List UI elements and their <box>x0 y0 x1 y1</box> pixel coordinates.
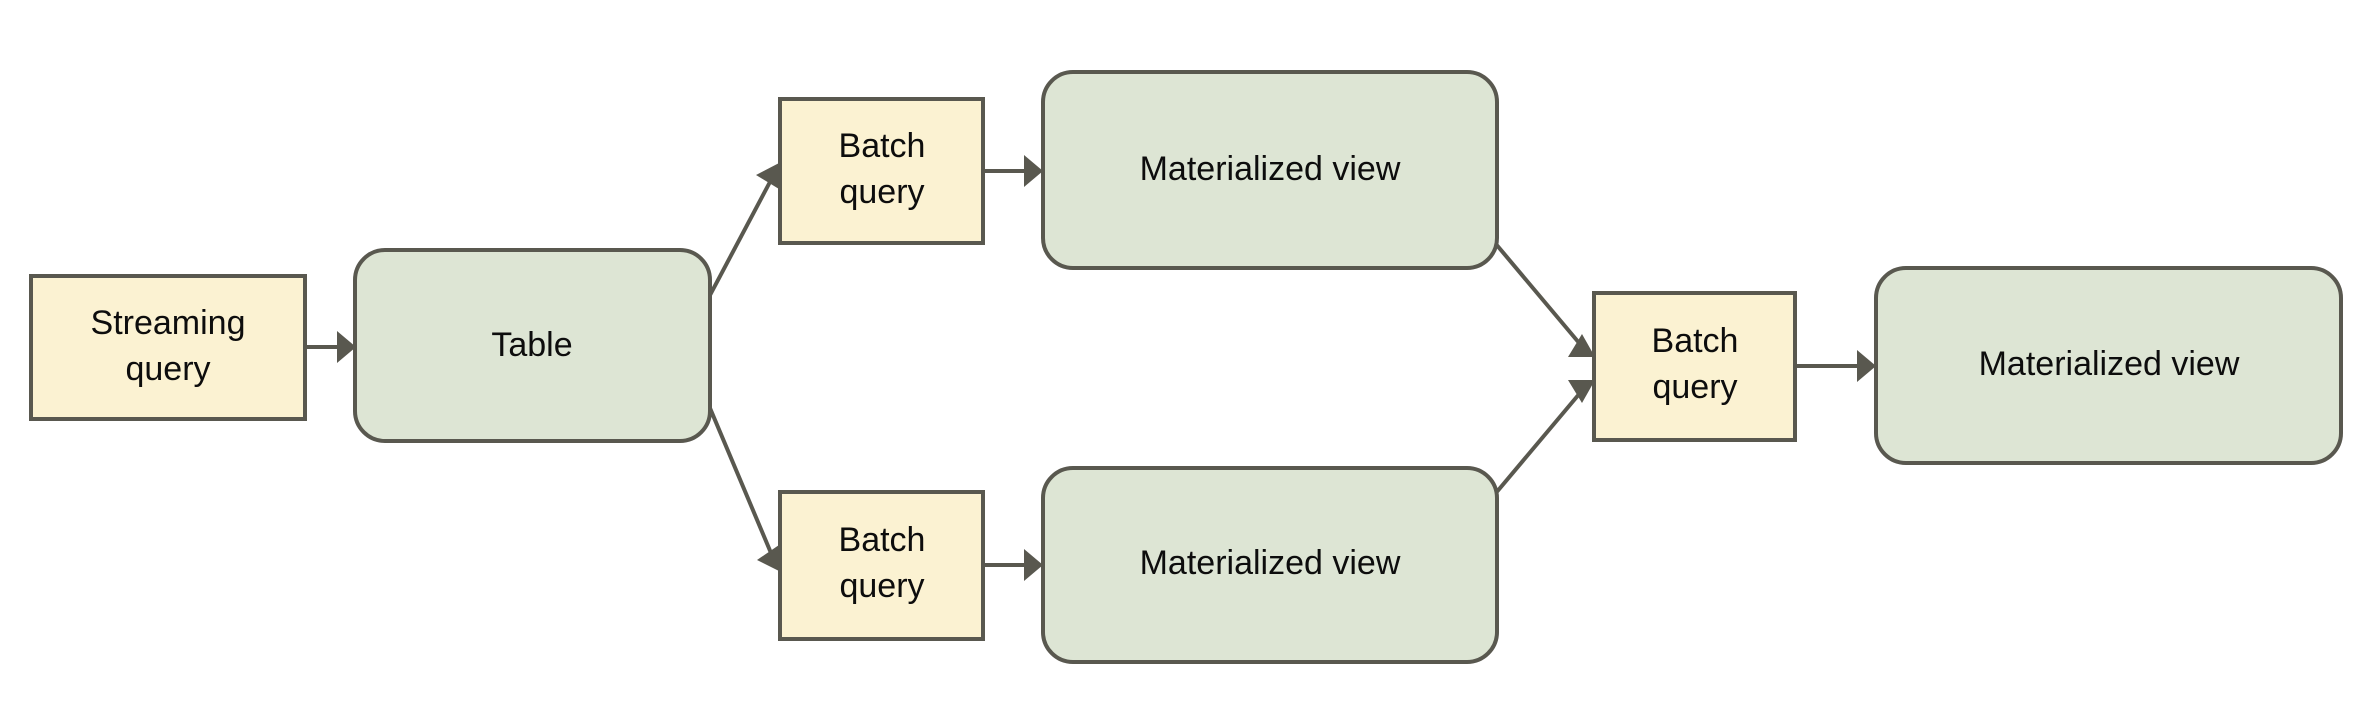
arrowhead-icon <box>337 331 356 363</box>
node-materialized-view-bottom-label: Materialized view <box>1140 544 1401 582</box>
node-materialized-view-top[interactable]: Materialized view <box>1041 70 1499 270</box>
node-streaming-query-label-line2: query <box>125 350 210 388</box>
nodes-layer: Streaming query Table Batch query Materi… <box>29 70 2343 664</box>
node-table[interactable]: Table <box>353 248 712 443</box>
node-batch-query-bottom[interactable]: Batch query <box>778 490 985 641</box>
arrowhead-icon <box>1568 334 1595 357</box>
node-materialized-view-bottom-shape[interactable] <box>1041 466 1499 664</box>
node-table-shape[interactable] <box>353 248 712 443</box>
edge-streaming-to-table <box>306 331 356 363</box>
node-materialized-view-right-shape[interactable] <box>1874 266 2343 465</box>
node-batch-query-top[interactable]: Batch query <box>778 97 985 245</box>
arrowhead-icon <box>1857 350 1876 382</box>
node-batch-query-bottom-label-line2: query <box>839 567 924 605</box>
node-streaming-query-shape[interactable] <box>29 274 307 421</box>
node-batch-query-center-label-line2: query <box>1652 368 1737 406</box>
node-materialized-view-top-shape[interactable] <box>1041 70 1499 270</box>
node-streaming-query-label-line1: Streaming <box>91 304 246 342</box>
node-materialized-view-bottom[interactable]: Materialized view <box>1041 466 1499 664</box>
edge-batch-center-to-view-right <box>1796 350 1876 382</box>
node-materialized-view-top-label: Materialized view <box>1140 150 1401 188</box>
node-batch-query-bottom-label-line1: Batch <box>839 521 926 559</box>
arrowhead-icon <box>1568 380 1595 403</box>
edge-view-top-to-batch-center <box>1488 235 1595 357</box>
node-batch-query-bottom-shape[interactable] <box>778 490 985 641</box>
edge-view-bottom-to-batch-center <box>1488 380 1595 502</box>
edge-batch-top-to-view-top <box>984 155 1043 187</box>
node-batch-query-center-label-line1: Batch <box>1652 322 1739 360</box>
arrowhead-icon <box>1024 155 1043 187</box>
arrowhead-icon <box>757 545 781 572</box>
node-streaming-query[interactable]: Streaming query <box>29 274 307 421</box>
node-batch-query-top-label-line2: query <box>839 173 924 211</box>
arrowhead-icon <box>1024 549 1043 581</box>
node-batch-query-top-shape[interactable] <box>778 97 985 245</box>
node-batch-query-top-label-line1: Batch <box>839 127 926 165</box>
node-materialized-view-right[interactable]: Materialized view <box>1874 266 2343 465</box>
node-batch-query-center-shape[interactable] <box>1592 291 1797 442</box>
node-materialized-view-right-label: Materialized view <box>1979 345 2240 383</box>
edge-batch-bottom-to-view-bottom <box>984 549 1043 581</box>
node-batch-query-center[interactable]: Batch query <box>1592 291 1797 442</box>
node-table-label: Table <box>491 326 572 364</box>
arrowhead-icon <box>756 162 781 189</box>
